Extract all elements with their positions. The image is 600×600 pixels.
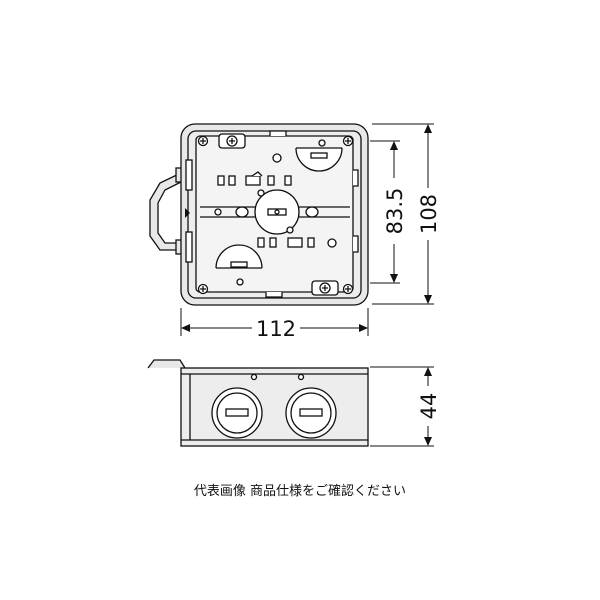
connector-blocks-upper: [217, 171, 292, 197]
dim-height-outer: 108: [417, 194, 441, 234]
knockout-top-right: [295, 147, 343, 172]
corner-screw-bl: [197, 283, 209, 295]
device-screw-top: [218, 133, 246, 149]
connector-blocks-lower: [257, 226, 315, 248]
side-body: [180, 367, 369, 447]
knockout-bottom-left: [215, 244, 263, 269]
dim-height-inner: 83.5: [383, 188, 407, 235]
dim-width: 112: [256, 317, 296, 341]
knockout-center: [254, 189, 300, 235]
dim-depth: 44: [417, 393, 441, 420]
caption: 代表画像 商品仕様をご確認ください: [193, 484, 407, 499]
side-knockout-left: [211, 373, 263, 439]
top-view: [149, 123, 369, 306]
corner-screw-br: [342, 283, 354, 295]
side-handle: [149, 167, 185, 255]
side-knockout-right: [285, 373, 337, 439]
corner-screw-tl: [197, 135, 209, 147]
device-screw-bottom: [311, 280, 339, 296]
corner-screw-tr: [342, 135, 354, 147]
side-view: [147, 359, 369, 447]
